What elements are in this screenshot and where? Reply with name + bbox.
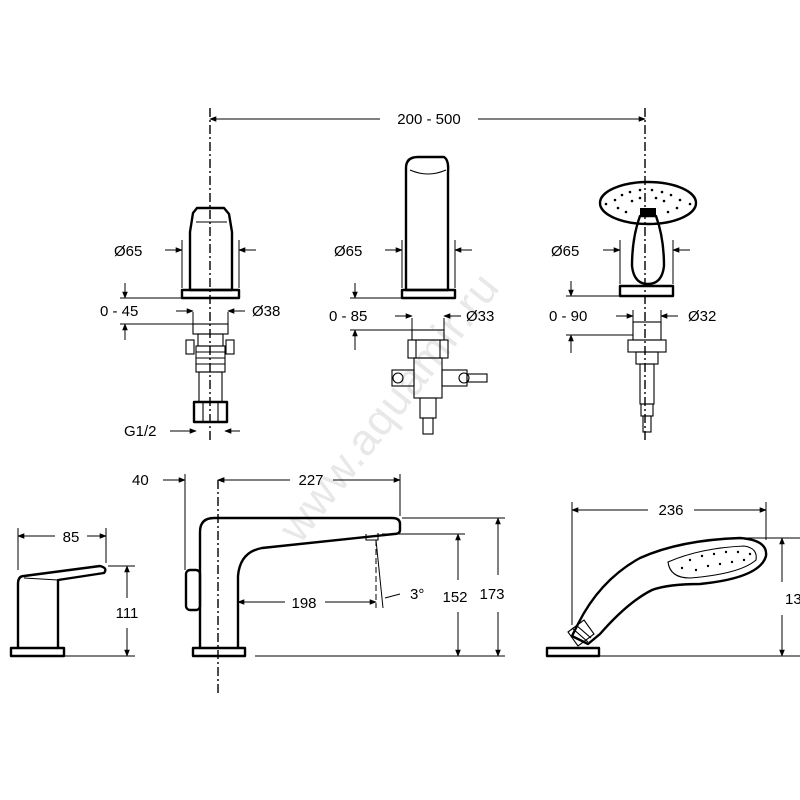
spout-side-deck	[191, 646, 247, 658]
watermark-group: www.aquamir.ru	[269, 263, 510, 552]
spout-aerator	[365, 533, 379, 541]
lever-side-height: 111	[116, 605, 139, 622]
spout-valve-body	[404, 155, 450, 292]
hand-shower-body	[570, 536, 768, 646]
spacing-dimension: 200 - 500	[209, 108, 646, 440]
hand-shower-holes	[680, 550, 752, 572]
lever-valve-thread: G1/2	[124, 423, 157, 440]
hand-shower-deck	[545, 646, 601, 658]
lever-valve-body-diameter: Ø38	[252, 303, 280, 320]
spout-valve-deck	[400, 288, 457, 300]
spout-offset: 40	[132, 472, 149, 489]
lever-side-deck	[9, 646, 66, 658]
spout-projection: 198	[291, 595, 316, 612]
spacing-label: 200 - 500	[397, 111, 460, 128]
lever-valve-body	[188, 206, 234, 292]
shower-holder-deck-thickness: 0 - 90	[549, 308, 587, 325]
shower-head-face	[598, 180, 698, 226]
shower-head-holes	[604, 188, 692, 214]
lever-valve-nut	[192, 400, 229, 424]
spout-valve-deck-thickness: 0 - 85	[329, 308, 367, 325]
lever-valve-view: Ø65 Ø38 0 - 45 G1/2	[100, 206, 280, 440]
spout-valve-view: Ø65 Ø33 0 - 85	[329, 155, 494, 435]
lever-valve-deck-thickness: 0 - 45	[100, 303, 138, 320]
spout-valve-deck-diameter: Ø65	[334, 243, 362, 260]
spout-side-knob	[184, 568, 202, 612]
hand-shower-length: 236	[658, 502, 683, 519]
hand-shower-holder	[567, 619, 595, 647]
lever-valve-deck	[180, 288, 241, 300]
lever-valve-deck-diameter: Ø65	[114, 243, 142, 260]
lever-side-body	[16, 564, 107, 650]
spout-angle: 3°	[410, 586, 424, 603]
lever-side-width: 85	[63, 529, 80, 546]
spout-side-body	[198, 516, 402, 650]
hand-shower-side-view: 236 137	[545, 502, 800, 658]
hand-shower-height: 137	[785, 591, 800, 608]
shower-handle	[630, 214, 666, 286]
shower-holder-body-diameter: Ø32	[688, 308, 716, 325]
spout-side-view: 40 227 198 3° 152 173	[132, 472, 505, 695]
watermark-text: www.aquamir.ru	[269, 263, 510, 552]
shower-holder-view: Ø65 Ø32 0 - 90	[549, 180, 716, 433]
shower-holder-deck-diameter: Ø65	[551, 243, 579, 260]
lever-side-view: 85 111	[9, 528, 139, 658]
spout-reach: 227	[298, 472, 323, 489]
spout-height-outlet: 152	[442, 589, 467, 606]
spout-height-total: 173	[479, 586, 504, 603]
shower-holder-deck	[618, 284, 675, 298]
spout-valve-body-diameter: Ø33	[466, 308, 494, 325]
shower-head-neck	[640, 208, 656, 216]
